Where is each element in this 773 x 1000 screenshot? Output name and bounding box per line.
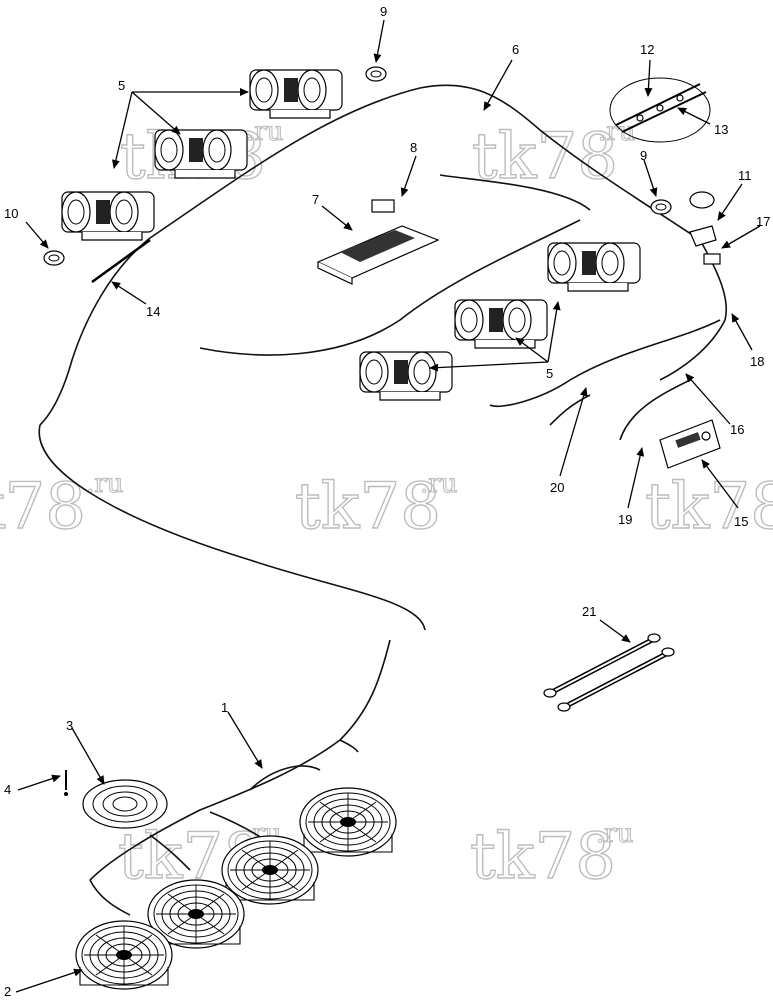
- label-8: 8: [410, 140, 417, 155]
- label-14: 14: [146, 304, 160, 319]
- fan-guard: [82, 779, 168, 829]
- watermark-text: tk78: [295, 470, 441, 544]
- label-11: 11: [738, 168, 752, 183]
- grommet-10: [43, 250, 65, 266]
- watermark-suffix: .ru: [420, 469, 457, 499]
- label-4: 4: [4, 782, 11, 797]
- battery-cables: [543, 633, 675, 712]
- bracket-11: [689, 225, 717, 247]
- label-10: 10: [4, 206, 18, 221]
- label-9-right: 9: [640, 148, 647, 163]
- label-5-right: 5: [546, 366, 553, 381]
- label-18: 18: [750, 354, 764, 369]
- label-7: 7: [312, 192, 319, 207]
- watermark-suffix: .ru: [596, 819, 633, 849]
- label-21: 21: [582, 604, 596, 619]
- rod-14: [91, 238, 151, 284]
- screw-4: [64, 770, 68, 796]
- blower-assembly-right-1: [547, 242, 641, 292]
- hardware-kit: [609, 77, 715, 209]
- watermark-text: tk78: [0, 470, 86, 544]
- watermark-text: tk78: [472, 120, 618, 194]
- label-16: 16: [730, 422, 744, 437]
- relay-board: [316, 225, 440, 285]
- connector-17: [703, 253, 721, 265]
- grommet-9-top: [365, 66, 387, 82]
- blower-assembly-right-3: [359, 351, 453, 401]
- label-19: 19: [618, 512, 632, 527]
- blower-assembly-right-2: [454, 299, 548, 349]
- condenser-fan-1: [299, 787, 397, 857]
- blower-assembly-top-left: [61, 191, 155, 241]
- connector-8: [371, 199, 395, 213]
- label-15: 15: [734, 514, 748, 529]
- watermark-text: tk78: [470, 820, 616, 894]
- watermark-suffix: .ru: [246, 117, 283, 147]
- label-5-top: 5: [118, 78, 125, 93]
- label-2: 2: [4, 984, 11, 999]
- label-13: 13: [714, 122, 728, 137]
- leader-lines: [15, 19, 761, 993]
- label-12: 12: [640, 42, 654, 57]
- grommet-9-right: [650, 199, 672, 215]
- wiring-harness: [38, 84, 728, 916]
- control-panel: [659, 419, 721, 469]
- part-labels: 1 2 3 4 5 5 6 7 8 9 9 10 11 12 13 14 15 …: [4, 4, 770, 999]
- watermark-text: tk78: [645, 470, 773, 544]
- label-17: 17: [756, 214, 770, 229]
- label-6: 6: [512, 42, 519, 57]
- blower-assembly-top-right: [249, 69, 343, 119]
- watermark-suffix: .ru: [598, 117, 635, 147]
- label-9-top: 9: [380, 4, 387, 19]
- condenser-fan-4: [75, 920, 173, 990]
- label-1: 1: [221, 700, 228, 715]
- condenser-fan-2: [221, 835, 319, 905]
- label-20: 20: [550, 480, 564, 495]
- label-3: 3: [66, 718, 73, 733]
